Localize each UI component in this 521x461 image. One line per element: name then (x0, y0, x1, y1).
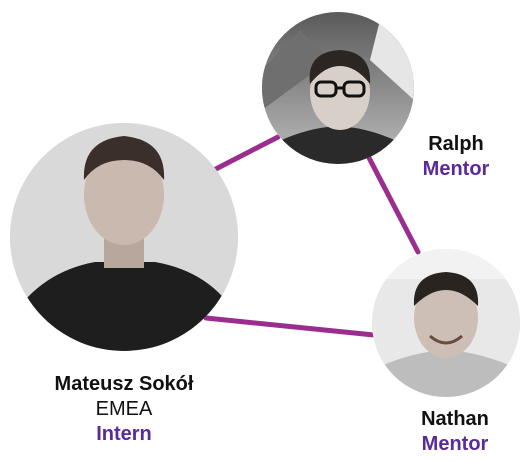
connector-ralph-nathan (363, 149, 421, 255)
nathan-role: Mentor (421, 433, 489, 455)
ralph-name: Ralph (428, 133, 484, 155)
intern-label: Mateusz Sokół EMEA Intern (0, 372, 248, 447)
nathan-name: Nathan (421, 408, 489, 430)
intern-region: EMEA (95, 398, 153, 420)
ralph-label: Ralph Mentor (404, 132, 508, 182)
intern-role: Intern (96, 423, 152, 445)
connector-intern-nathan (203, 315, 377, 338)
intern-avatar (10, 123, 238, 351)
ralph-role: Mentor (422, 158, 490, 180)
connector-intern-ralph (207, 134, 281, 175)
intern-name: Mateusz Sokół (54, 373, 194, 395)
ralph-avatar (262, 12, 414, 164)
nathan-avatar (372, 249, 520, 397)
nathan-label: Nathan Mentor (400, 407, 510, 457)
